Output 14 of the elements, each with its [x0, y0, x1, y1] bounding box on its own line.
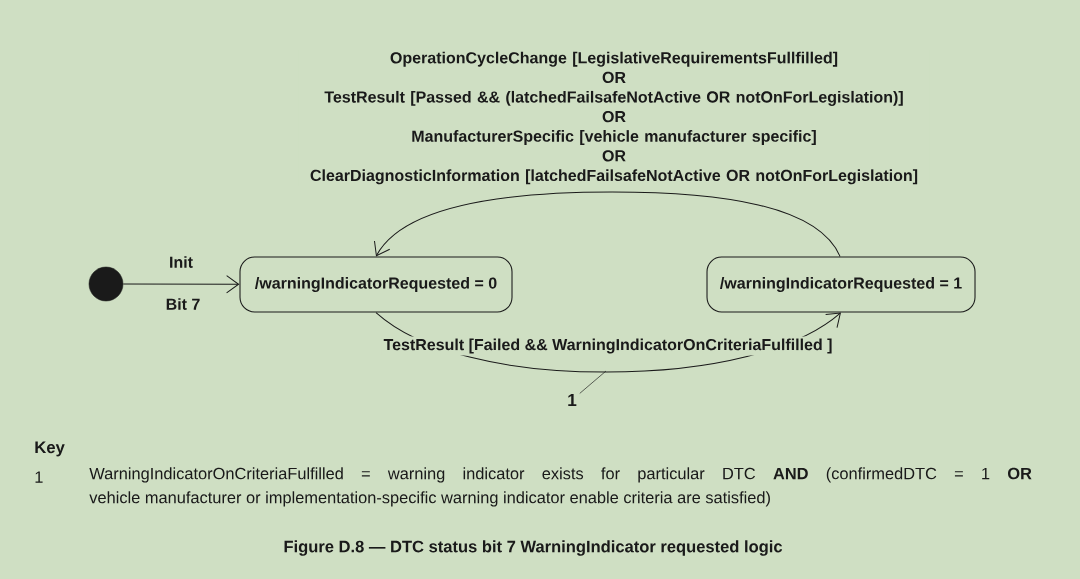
- figure-caption: Figure D.8 — DTC status bit 7 WarningIndicator requested logic: [284, 540, 783, 556]
- key-text: WarningIndicatorOnCriteriaFulfilled = warning indicator exists for particular DTC AND (confirmedDTC = 1 OR vehicle manufacturer or implementation-specific warning indicator enable criteria are satisfied): [89, 467, 1032, 507]
- state-box: /warningIndicatorRequested = 1: [706, 256, 976, 313]
- transition-arrow: [122, 275, 240, 294]
- key-number: 1: [35, 471, 43, 483]
- edge-label: OperationCycleChange [LegislativeRequirementsFullfilled] OR TestResult [Passed && (latchedFailsafeNotActive OR notOnForLegislation)] OR ManufacturerSpecific [vehicle manufacturer specific] OR ClearDiagnosticInformation [latchedFailsafeNotActive OR notOnForLegislation]: [298, 49, 930, 187]
- initial-state-dot: [88, 266, 124, 302]
- key-heading: Key: [35, 441, 65, 457]
- callout-number: 1: [568, 394, 577, 406]
- leader-line: [579, 370, 607, 394]
- transition-arrow: [374, 191, 841, 257]
- state-box: /warningIndicatorRequested = 0: [239, 256, 513, 313]
- edge-label: Init: [167, 254, 195, 270]
- annotation-text: Bit 7: [166, 298, 200, 310]
